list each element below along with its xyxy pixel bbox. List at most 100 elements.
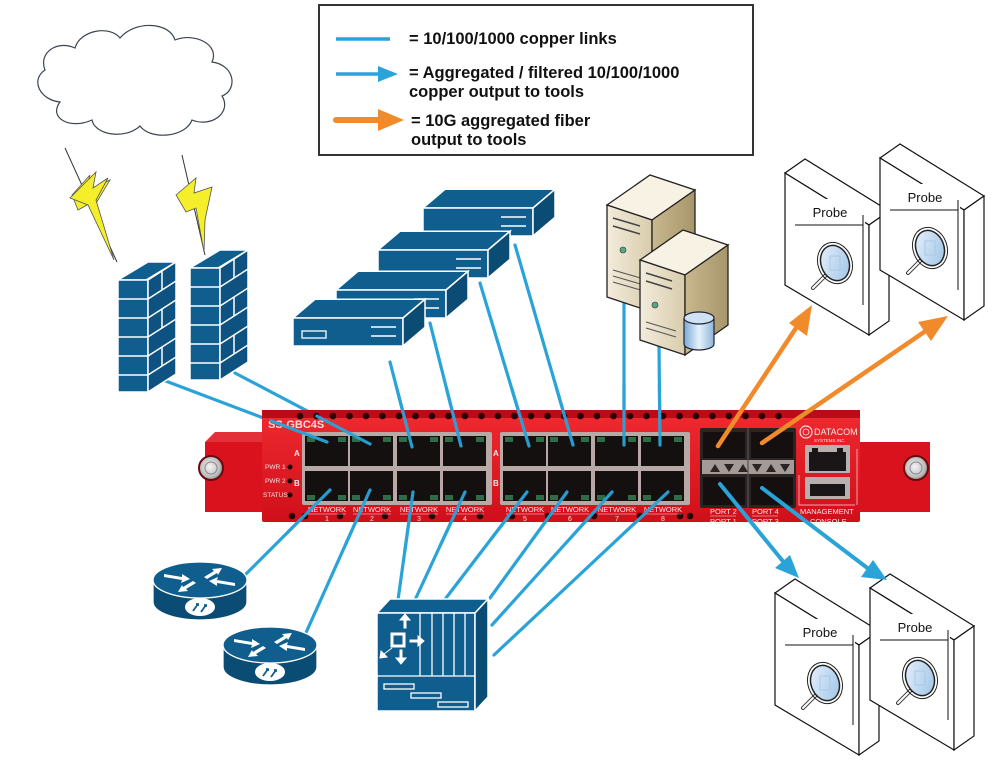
rj45-port-1b[interactable] [305,471,348,501]
fiber-arrow-shaft [715,322,801,449]
legend-swatch-fiber-arrow [333,109,404,131]
row-label-b-left: B [294,479,300,488]
fiber-arrowhead [918,316,948,341]
copper-link-tail [657,383,662,447]
copper-link-tail [315,414,372,446]
fiber-arrowhead [789,305,812,336]
thumbscrew-left[interactable] [198,455,224,481]
led-label-pwr2: PWR 2 [265,478,286,485]
copper-link-tail [444,386,463,448]
router-icon [222,626,318,686]
legend-copper-output-label-1: = Aggregated / filtered 10/100/1000 [409,64,680,82]
probe-label: Probe [803,625,838,640]
copper-link-tail [403,490,415,554]
magnifier-icon [811,241,854,290]
port-label-4: PORT 4 [752,507,779,516]
copper-link-tail [269,419,329,444]
legend-swatch-copper-arrow [336,66,398,82]
legend-fiber-output-label-1: = 10G aggregated fiber [411,112,591,130]
console-label: CONSOLE [810,517,847,526]
magnifier-icon [906,226,949,275]
probe-label: Probe [813,205,848,220]
rj45-port-4a[interactable] [443,436,486,466]
row-label-b-right: B [493,479,499,488]
rj45-port-8a[interactable] [641,436,684,466]
network-label-2: NETWORK [353,505,391,514]
network-number-7: 7 [615,516,619,523]
rj45-port-6a[interactable] [548,436,591,466]
port-label-3: PORT 3 [752,517,779,526]
rj45-port-2a[interactable] [350,436,393,466]
led-status [287,492,293,498]
rj45-port-3a[interactable] [397,436,440,466]
copper-link-tail [530,490,569,543]
copper-arrow-shaft [718,482,788,567]
rj45-port-7a[interactable] [595,436,638,466]
rj45-port-6b[interactable] [548,471,591,501]
lightning-icon [64,147,118,263]
firewall-icon [115,260,179,394]
appliance-icon [290,297,428,348]
magnifier-icon [896,656,939,705]
copper-link-tail [488,490,529,542]
copper-link-tail [510,386,531,448]
copper-arrowhead [775,555,799,578]
legend: = 10/100/1000 copper links = Aggregated … [318,4,754,156]
led-indicators: PWR 1 PWR 2 STATUS [263,464,293,499]
led-label-status: STATUS [263,492,288,499]
probe-icon: Probe [783,158,891,337]
probe-label: Probe [908,190,943,205]
led-label-pwr1: PWR 1 [265,464,286,471]
brand-subtitle: SYSTEMS INC [814,438,845,443]
network-number-5: 5 [523,516,527,523]
fiber-output-arrows [715,305,948,449]
network-number-6: 6 [568,516,572,523]
rj45-port-8b[interactable] [641,471,684,501]
rj45-port-7b[interactable] [595,471,638,501]
port-label-2: PORT 2 [710,507,737,516]
network-label-3: NETWORK [400,505,438,514]
database-server-icon [638,229,730,357]
rj45-port-5a[interactable] [503,436,546,466]
copper-arrow-shaft [760,486,872,572]
row-label-a-left: A [294,449,300,458]
network-number-4: 4 [463,516,467,523]
rj45-port-4b[interactable] [443,471,486,501]
fiber-arrow-shaft [759,325,933,446]
copper-output-arrows [718,482,887,580]
network-label-7: NETWORK [598,505,636,514]
rj45-port-2b[interactable] [350,471,393,501]
network-label-8: NETWORK [644,505,682,514]
network-number-3: 3 [417,516,421,523]
switch-arrows-icon [379,613,425,665]
copper-link-tail [570,490,614,539]
sfp-port-3[interactable] [751,477,793,505]
copper-link-tail [343,488,372,547]
network-label-6: NETWORK [551,505,589,514]
router-icon [152,561,248,621]
appliance-icon [420,187,558,238]
magnifier-icon [801,661,844,710]
lightning-icon [175,154,213,256]
network-label-1: NETWORK [308,505,346,514]
port-label-1: PORT 1 [710,517,737,526]
led-pwr1 [287,464,293,470]
legend-swatches [333,37,404,131]
network-number-8: 8 [661,516,665,523]
probe-label: Probe [898,620,933,635]
copper-link-tail [285,488,332,535]
rj45-port-3b[interactable] [397,471,440,501]
datacom-logo: DATACOM SYSTEMS INC [799,425,858,443]
management-label: MANAGEMENT [800,507,854,516]
brand-name: DATACOM [814,427,858,437]
thumbscrew-right[interactable] [903,455,929,481]
network-tap-chassis: SS-GBC4S PWR 1 PWR 2 STATUS A B A B NETW… [198,410,930,526]
chassis-switch-icon [375,597,490,713]
legend-fiber-output-label-2: output to tools [411,131,527,149]
probe-icon: Probe [868,573,976,752]
led-pwr2 [287,478,293,484]
probe-icon: Probe [878,143,986,322]
network-number-2: 2 [370,516,374,523]
internet-cloud [37,24,233,136]
